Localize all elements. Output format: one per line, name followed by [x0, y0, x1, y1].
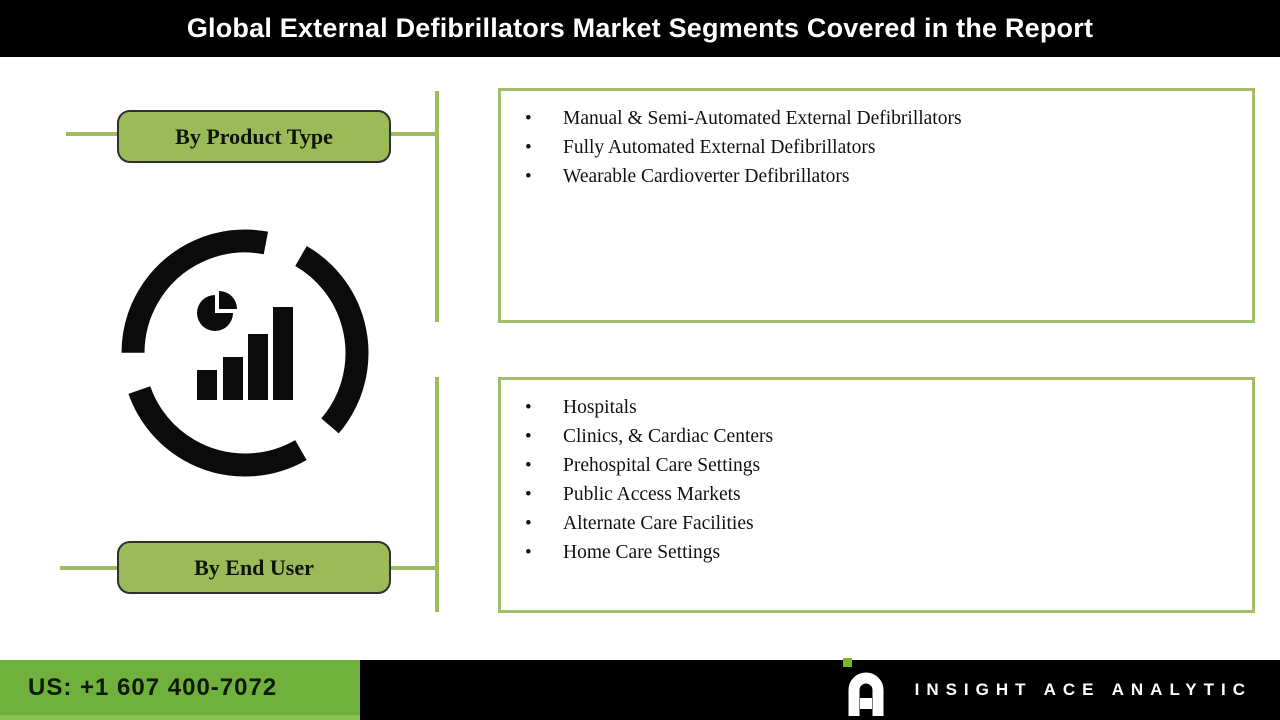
brand-name: INSIGHT ACE ANALYTIC: [914, 680, 1252, 699]
logo-crossbar: [859, 698, 872, 709]
pie-wedge: [219, 291, 237, 309]
bracket-product-type: [435, 91, 439, 322]
insight-ace-logo-icon: [842, 658, 884, 716]
bar-3: [248, 334, 268, 400]
list-item: Alternate Care Facilities: [523, 509, 1242, 538]
list-item: Clinics, & Cardiac Centers: [523, 422, 1242, 451]
bar-2: [223, 357, 243, 400]
end-user-box: HospitalsClinics, & Cardiac CentersPreho…: [498, 377, 1255, 613]
connector-left-end-user: [60, 566, 117, 570]
list-item: Prehospital Care Settings: [523, 451, 1242, 480]
segment-label-end-user: By End User: [117, 541, 391, 594]
list-item: Public Access Markets: [523, 480, 1242, 509]
page-title: Global External Defibrillators Market Se…: [186, 13, 1094, 43]
bar-4: [273, 307, 293, 400]
pie-body: [197, 295, 233, 331]
list-item: Wearable Cardioverter Defibrillators: [523, 162, 1242, 191]
market-analytics-icon: [121, 229, 369, 477]
list-item: Manual & Semi-Automated External Defibri…: [523, 104, 1242, 133]
phone-banner: US: +1 607 400-7072: [0, 660, 360, 720]
bracket-end-user: [435, 377, 439, 612]
brand-block: INSIGHT ACE ANALYTIC: [841, 658, 1252, 720]
product-type-list: Manual & Semi-Automated External Defibri…: [501, 104, 1252, 191]
logo-arch: [848, 672, 884, 716]
footer-bar: US: +1 607 400-7072 INSIGHT ACE ANALYTIC: [0, 658, 1280, 720]
segment-label-product-type: By Product Type: [117, 110, 391, 163]
segment-label-text: By End User: [194, 554, 314, 580]
end-user-list: HospitalsClinics, & Cardiac CentersPreho…: [501, 393, 1252, 567]
segment-label-text: By Product Type: [175, 123, 333, 149]
list-item: Hospitals: [523, 393, 1242, 422]
product-type-box: Manual & Semi-Automated External Defibri…: [498, 88, 1255, 323]
connector-left-product-type: [66, 132, 117, 136]
list-item: Home Care Settings: [523, 538, 1242, 567]
logo-green-square: [842, 658, 852, 667]
list-item: Fully Automated External Defibrillators: [523, 133, 1242, 162]
header-bar: Global External Defibrillators Market Se…: [0, 0, 1280, 57]
broken-ring: [121, 229, 369, 477]
bar-1: [197, 370, 217, 400]
phone-number: US: +1 607 400-7072: [28, 673, 278, 701]
connector-right-product-type: [391, 132, 437, 136]
connector-right-end-user: [391, 566, 437, 570]
